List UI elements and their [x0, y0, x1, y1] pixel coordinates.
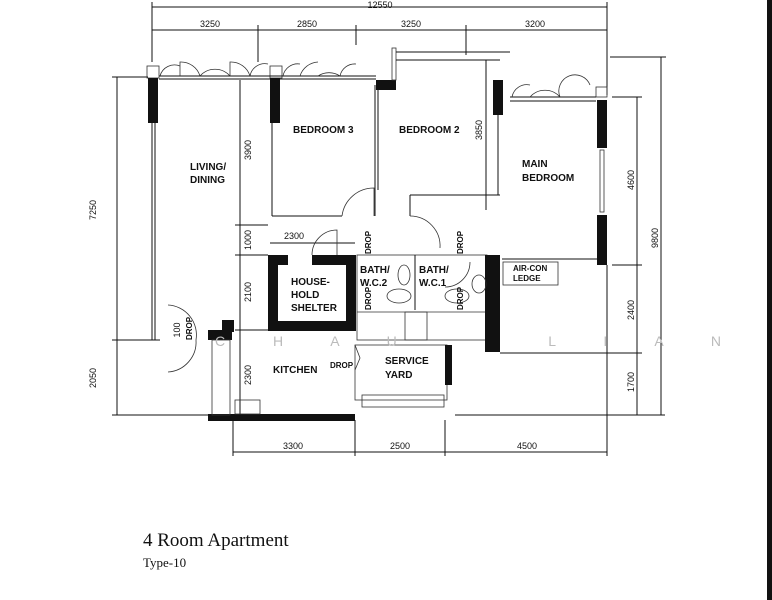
- room-aircon-line2: LEDGE: [513, 274, 541, 283]
- dim-bottom-3: 4500: [517, 441, 537, 451]
- bathroom-fixtures: [386, 264, 487, 304]
- dim-bottom-1: 3300: [283, 441, 303, 451]
- dim-drop-offset: 100: [172, 322, 182, 337]
- room-shelter-line1: HOUSE-: [291, 277, 330, 288]
- plan-subtitle: Type-10: [143, 555, 187, 570]
- dim-shelter-width: 2300: [284, 231, 304, 241]
- plan-title: 4 Room Apartment: [143, 530, 289, 551]
- dim-bottom-2: 2500: [390, 441, 410, 451]
- room-shelter-line2: HOLD: [291, 290, 319, 301]
- dim-top-2: 2850: [297, 19, 317, 29]
- dimension-lines: [112, 2, 666, 456]
- room-service-yard-line1: SERVICE: [385, 356, 429, 367]
- walls: [146, 47, 608, 421]
- dim-right-3: 1700: [626, 372, 636, 392]
- room-shelter-line3: SHELTER: [291, 303, 338, 314]
- dim-inner-left-3: 2100: [243, 282, 253, 302]
- drop-label: DROP: [456, 286, 465, 310]
- room-bath2-line2: W.C.2: [360, 278, 388, 289]
- room-bath1-line1: BATH/: [419, 265, 449, 276]
- dim-top-3: 3250: [401, 19, 421, 29]
- room-bedroom2: BEDROOM 2: [399, 125, 460, 136]
- dim-total-width: 12550: [367, 0, 392, 10]
- dim-right-2: 2400: [626, 300, 636, 320]
- dim-top-4: 3200: [525, 19, 545, 29]
- windows-doors: [159, 61, 591, 373]
- room-bath1-line2: W.C.1: [419, 278, 447, 289]
- dim-bedroom2-depth: 3850: [474, 120, 484, 140]
- dim-left-1: 7250: [88, 200, 98, 220]
- dim-left-2: 2050: [88, 368, 98, 388]
- dim-inner-left-2: 1000: [243, 230, 253, 250]
- room-living-line1: LIVING/: [190, 162, 226, 173]
- room-aircon-line1: AIR-CON: [513, 264, 547, 273]
- dim-right-1: 4600: [626, 170, 636, 190]
- room-main-bedroom-line2: BEDROOM: [522, 173, 574, 184]
- dim-inner-left-4: 2300: [243, 365, 253, 385]
- dim-right-total: 9800: [650, 228, 660, 248]
- room-bedroom3: BEDROOM 3: [293, 125, 354, 136]
- room-main-bedroom-line1: MAIN: [522, 159, 548, 170]
- room-service-yard-line2: YARD: [385, 370, 412, 381]
- watermark: C H A U L I A N G: [215, 333, 772, 349]
- room-bath2-line1: BATH/: [360, 265, 390, 276]
- drop-label: DROP: [364, 230, 373, 254]
- room-living-line2: DINING: [190, 175, 225, 186]
- room-kitchen: KITCHEN: [273, 365, 317, 376]
- window-edge: [767, 0, 772, 600]
- dim-inner-left-1: 3900: [243, 140, 253, 160]
- drop-label: DROP: [364, 286, 373, 310]
- drop-label: DROP: [456, 230, 465, 254]
- drop-label: DROP: [330, 361, 354, 370]
- drop-label: DROP: [185, 316, 194, 340]
- dim-top-1: 3250: [200, 19, 220, 29]
